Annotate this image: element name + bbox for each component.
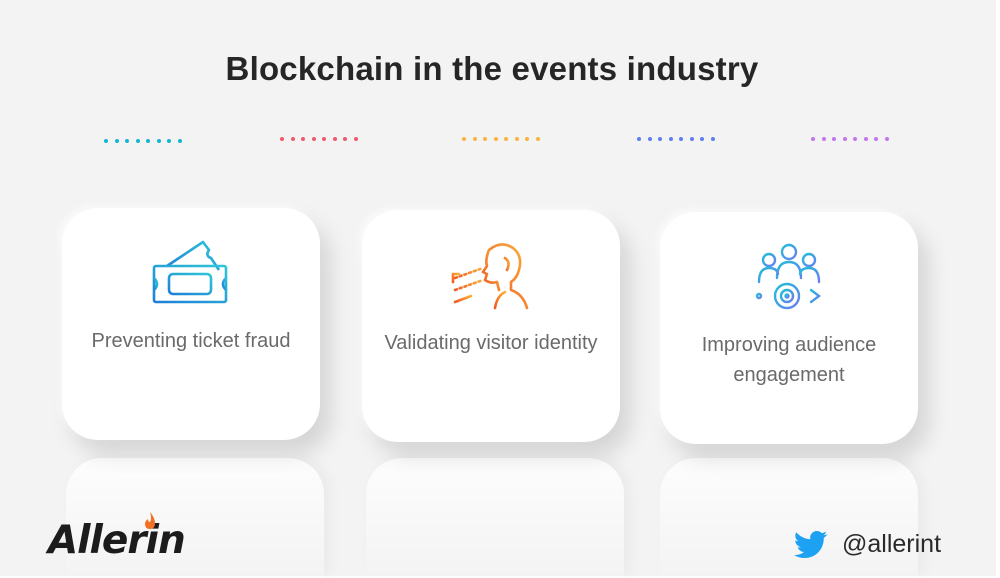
card-visitor-identity: Validating visitor identity xyxy=(362,210,620,442)
brand-logo: Allerin xyxy=(48,512,186,563)
separator-dot xyxy=(811,137,815,141)
flame-icon xyxy=(145,512,155,529)
separator-dot xyxy=(301,137,305,141)
separator-dot xyxy=(311,137,316,141)
separator-dot xyxy=(668,137,673,141)
ticket-icon xyxy=(62,236,320,310)
separator-dot xyxy=(874,137,878,141)
separator-dot xyxy=(343,137,347,141)
separator-dot xyxy=(689,137,694,141)
card-label: Validating visitor identity xyxy=(384,332,598,354)
separator-dot xyxy=(842,137,847,141)
separator-dot xyxy=(156,139,161,143)
separator-dot xyxy=(700,137,704,141)
separator-dot xyxy=(493,137,498,141)
card-reflection-3 xyxy=(660,458,918,578)
separator-dot xyxy=(535,137,540,141)
separator-dot xyxy=(710,137,715,141)
social-handle[interactable]: @allerint xyxy=(794,530,941,559)
separator-dot xyxy=(125,139,129,143)
separator-dot xyxy=(514,137,519,141)
handle-text[interactable]: @allerint xyxy=(842,530,942,558)
separator-dot xyxy=(353,137,358,141)
brand-name: Allerin xyxy=(48,518,186,563)
face-scan-icon xyxy=(362,238,620,312)
separator-dot xyxy=(483,137,487,141)
separator-dot xyxy=(647,137,652,141)
card-reflection-2 xyxy=(366,458,624,578)
separator-dot xyxy=(177,139,182,143)
separator-dot xyxy=(462,137,466,141)
separator-dot xyxy=(104,139,108,143)
separator-dot xyxy=(322,137,326,141)
separator-dot xyxy=(821,137,826,141)
separator-dot xyxy=(853,137,857,141)
separator-dot xyxy=(472,137,477,141)
separator-dot xyxy=(679,137,683,141)
card-audience-engagement: Improving audience engagement xyxy=(660,212,918,444)
separator-dot xyxy=(637,137,641,141)
twitter-icon xyxy=(794,530,828,558)
card-reflection-1 xyxy=(66,458,324,578)
card-label: Improving audience engagement xyxy=(701,334,877,386)
separator-dot xyxy=(658,137,662,141)
separator-dot xyxy=(114,139,119,143)
separator-dot xyxy=(863,137,868,141)
separator-dot xyxy=(504,137,508,141)
card-ticket-fraud: Preventing ticket fraud xyxy=(62,208,320,440)
page-title: Blockchain in the events industry xyxy=(225,50,759,87)
separator-dot xyxy=(525,137,529,141)
separator-dot xyxy=(167,139,171,143)
separator-dot xyxy=(146,139,150,143)
separator-dot xyxy=(332,137,337,141)
separator-dot xyxy=(280,137,284,141)
separator-dot xyxy=(290,137,295,141)
audience-target-icon xyxy=(660,240,918,314)
separator-dot xyxy=(135,139,140,143)
separator-dot xyxy=(832,137,836,141)
separator-dot xyxy=(884,137,889,141)
card-label: Preventing ticket fraud xyxy=(91,330,291,352)
